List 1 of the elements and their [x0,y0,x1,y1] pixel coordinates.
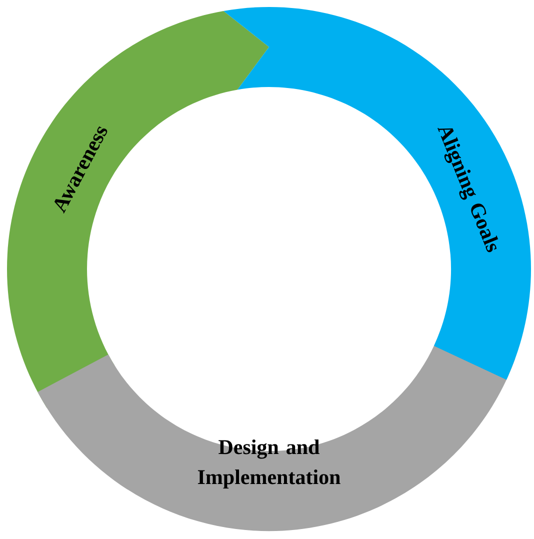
arrow-segment: Design and Implementation [38,331,516,531]
